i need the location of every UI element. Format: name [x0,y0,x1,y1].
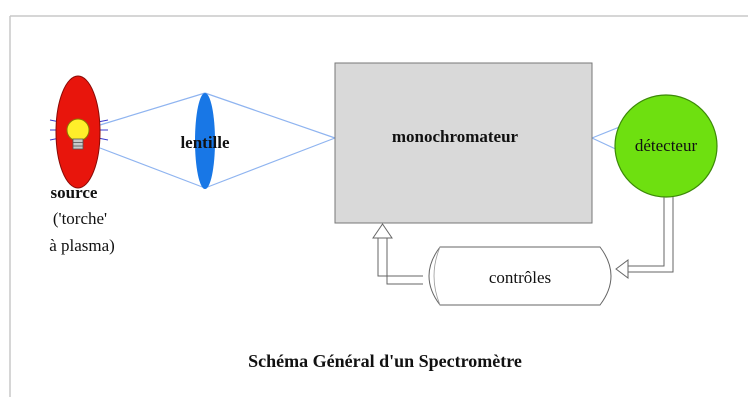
controls-unit: contrôles [428,246,612,306]
detector-circle [614,94,718,198]
ray-lens-bottom [204,137,336,189]
source-label-line3: à plasma) [49,236,115,255]
source-label-line2: ('torche' [53,209,107,228]
arrow-controls-to-monochromator [372,223,423,285]
lens-label: lentille [180,133,230,152]
light-bulb-icon [66,118,90,150]
controls-label: contrôles [489,268,551,287]
monochromator-label: monochromateur [392,127,519,146]
source-torch [49,75,109,189]
ray-source-top [99,92,206,126]
ray-source-bottom [99,147,206,189]
detector-label: détecteur [635,136,698,155]
controls-capsule [428,246,612,306]
ray-lens-top [204,92,336,139]
source-label-line1: source [51,183,98,202]
diagram-title: Schéma Général d'un Spectromètre [248,351,522,371]
lens-shape [195,93,215,189]
ray-to-detector-top [591,125,623,139]
arrow-detector-to-controls [615,197,674,279]
light-path [99,92,623,189]
controls-capsule-left-edge [433,246,441,306]
monochromator-box [334,62,593,224]
